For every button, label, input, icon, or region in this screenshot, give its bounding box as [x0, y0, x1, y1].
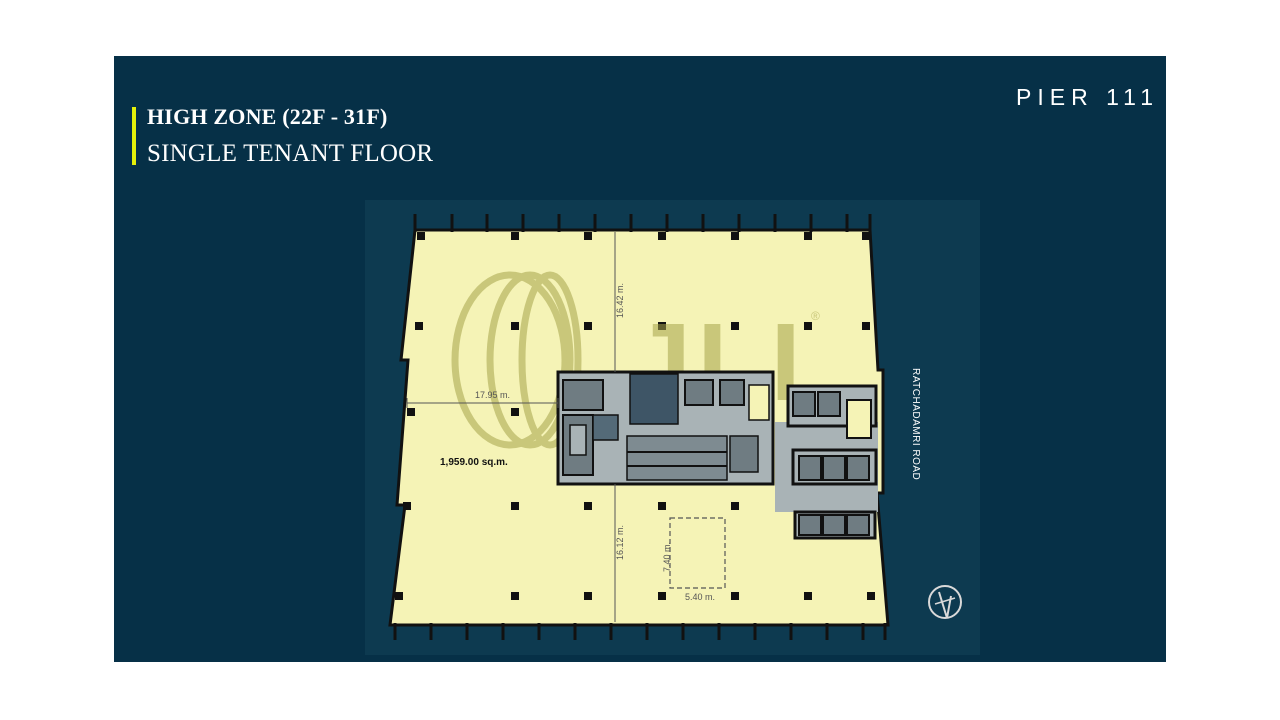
dim-box-width: 5.40 m. — [685, 592, 715, 602]
floor-area-label: 1,959.00 sq.m. — [440, 457, 508, 468]
road-label: RATCHADAMRI ROAD — [910, 368, 921, 480]
facade-fins-bottom — [393, 623, 887, 640]
facade-fins-top — [413, 214, 872, 232]
watermark-registered-mark: ® — [811, 309, 820, 323]
zone-title: HIGH ZONE (22F - 31F) — [147, 104, 388, 129]
structural-columns — [395, 232, 875, 600]
north-arrow-icon — [928, 585, 962, 619]
brand-logo: PIER 111 — [1016, 84, 1160, 110]
dimension-lines — [406, 232, 616, 622]
lift-bank-south — [793, 510, 877, 540]
lift-bank-north — [786, 384, 878, 439]
dim-bottom-depth: 16.12 m. — [615, 525, 625, 560]
dim-top-depth: 16.42 m. — [615, 283, 625, 318]
floor-plan: JLL ® — [365, 200, 980, 655]
title-accent-bar — [132, 107, 136, 165]
dim-left-width: 17.95 m. — [475, 390, 510, 400]
dimension-box — [669, 517, 726, 589]
floor-type-title: SINGLE TENANT FLOOR — [147, 140, 434, 167]
dim-box-height: 7.40 m. — [662, 542, 672, 572]
lift-bank-middle — [791, 448, 878, 486]
